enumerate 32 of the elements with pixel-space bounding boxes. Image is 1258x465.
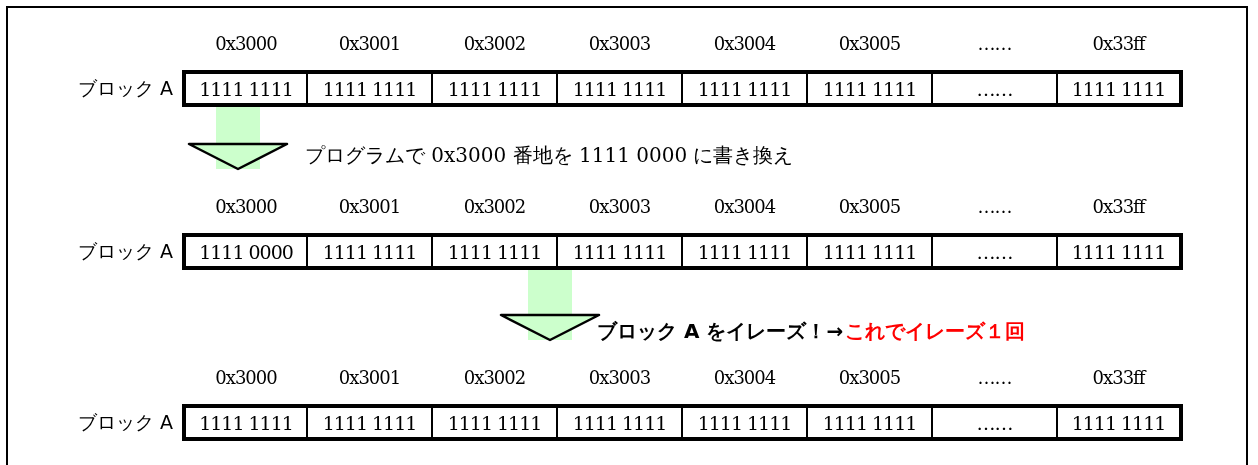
address-label: 0x3003 [587,196,652,217]
note-text: これでイレーズ１回 [845,318,1025,345]
address-label: 0x3001 [337,367,402,388]
address-label: 0x3003 [587,33,652,54]
address-label: 0x3002 [462,367,527,388]
address-label: 0x3005 [837,196,902,217]
edge-label: プログラムで 0x3000 番地を 1111 0000 に書き換え [305,142,794,169]
address-label: 0x3001 [337,33,402,54]
address-label: 0x3004 [712,33,777,54]
block-arrow [187,107,289,171]
address-label: 0x33ff [1091,367,1148,388]
address-label: …… [976,196,1013,217]
address-label: 0x3000 [214,367,278,388]
address-label: 0x33ff [1091,196,1148,217]
address-label: 0x3000 [214,33,278,54]
address-label: 0x3004 [712,367,777,388]
address-label: 0x33ff [1091,33,1148,54]
block-label: ブロック A [77,239,173,264]
address-label: 0x3005 [837,33,902,54]
block-label: ブロック A [77,76,173,101]
edge-label: ブロック A をイレーズ！→ [597,318,844,345]
block-arrow [499,270,601,342]
address-label: 0x3001 [337,196,402,217]
address-label: 0x3002 [462,33,527,54]
address-label: 0x3003 [587,367,652,388]
address-label: 0x3000 [214,196,278,217]
block-label: ブロック A [77,410,173,435]
address-label: 0x3004 [712,196,777,217]
address-label: …… [976,33,1013,54]
address-label: 0x3005 [837,367,902,388]
address-label: 0x3002 [462,196,527,217]
address-label: …… [976,367,1013,388]
